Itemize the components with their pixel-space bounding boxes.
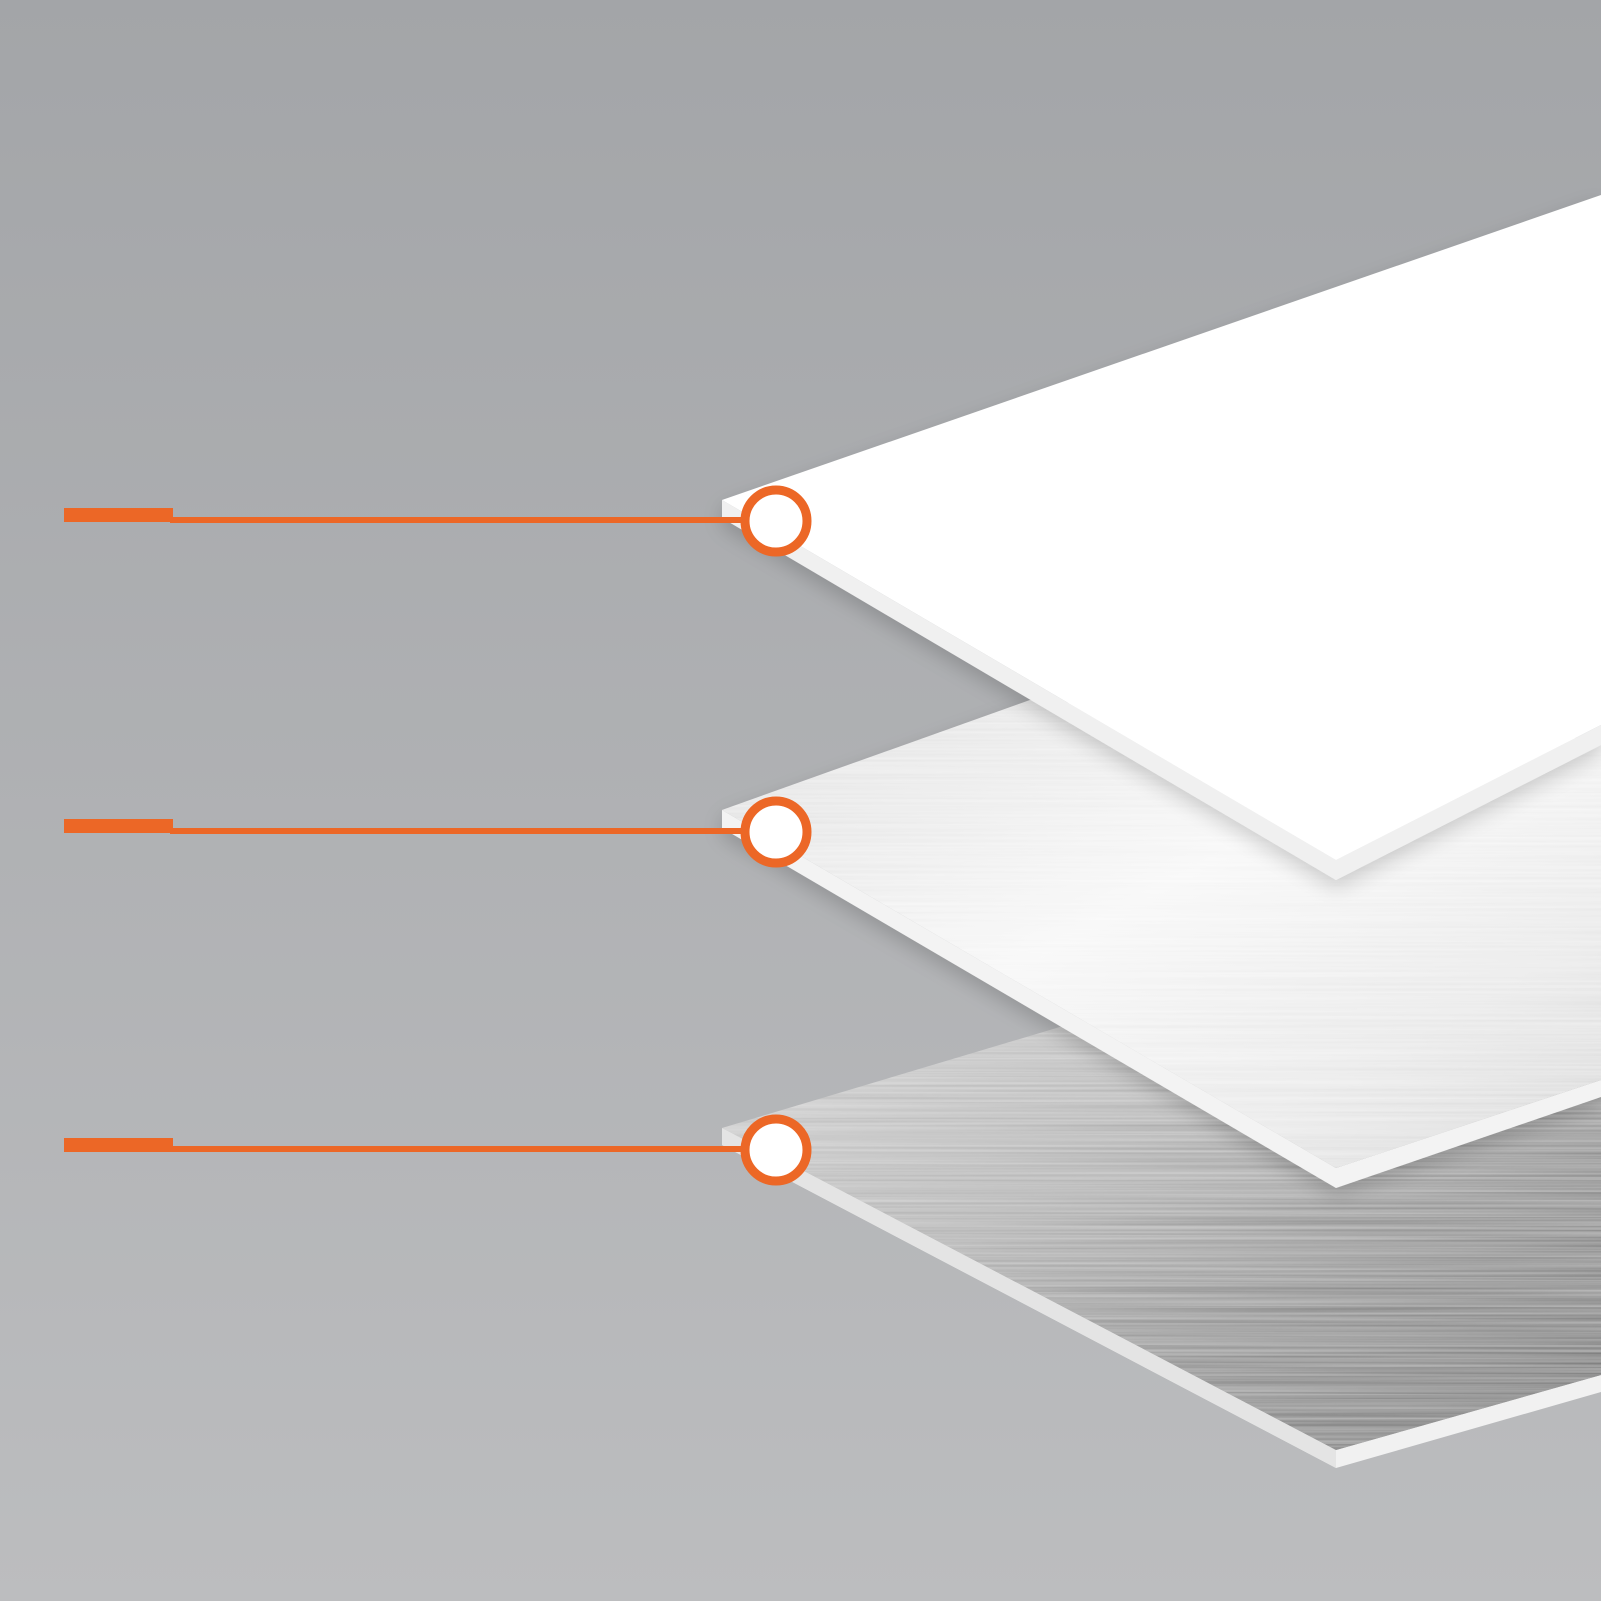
callout-bottom-tab (64, 1138, 173, 1152)
layer-top-sheet (722, 195, 1601, 880)
callout-top (64, 485, 812, 557)
layer-top-surface (722, 195, 1601, 860)
callout-top-tab (64, 508, 173, 522)
callout-bottom (64, 1114, 812, 1186)
callout-middle-marker (740, 796, 812, 868)
callout-middle (64, 796, 812, 868)
callout-top-marker (740, 485, 812, 557)
callout-middle-tab (64, 819, 173, 833)
callout-bottom-marker (740, 1114, 812, 1186)
layer-bottom-top-edge-shade (722, 1128, 1336, 1468)
